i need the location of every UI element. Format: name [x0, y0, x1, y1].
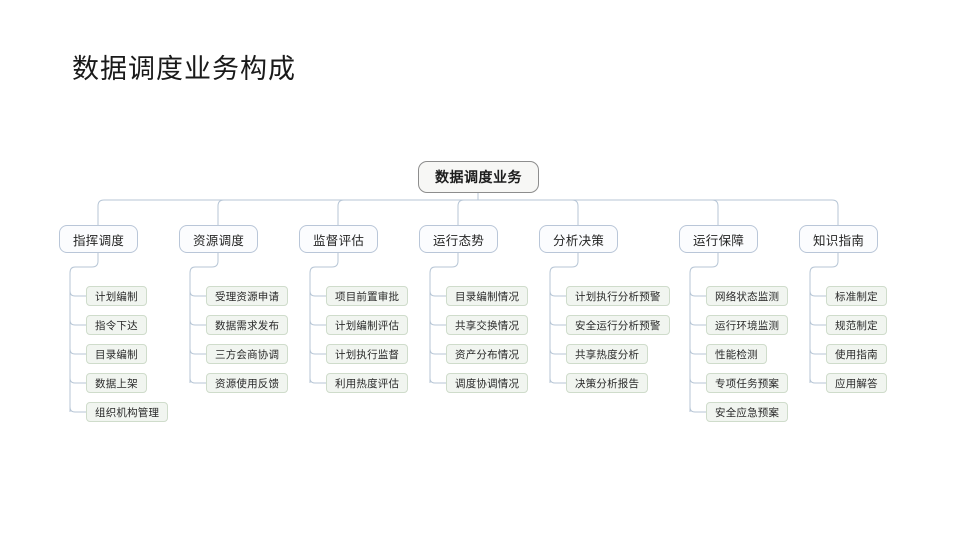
- branch-node-0[interactable]: 指挥调度: [59, 225, 139, 253]
- leaf-node-5-4[interactable]: 安全应急预案: [706, 402, 789, 422]
- leaf-node-6-3[interactable]: 应用解答: [826, 373, 887, 393]
- leaf-node-5-2[interactable]: 性能检测: [706, 344, 767, 364]
- leaf-node-4-0[interactable]: 计划执行分析预警: [566, 286, 670, 306]
- leaf-node-2-1[interactable]: 计划编制评估: [326, 315, 409, 335]
- leaf-node-5-0[interactable]: 网络状态监测: [706, 286, 789, 306]
- branch-node-1[interactable]: 资源调度: [179, 225, 259, 253]
- leaf-node-4-3[interactable]: 决策分析报告: [566, 373, 649, 393]
- leaf-node-5-1[interactable]: 运行环境监测: [706, 315, 789, 335]
- leaf-node-6-2[interactable]: 使用指南: [826, 344, 887, 364]
- leaf-node-6-1[interactable]: 规范制定: [826, 315, 887, 335]
- branch-node-6[interactable]: 知识指南: [799, 225, 879, 253]
- leaf-node-3-3[interactable]: 调度协调情况: [446, 373, 529, 393]
- leaf-node-2-3[interactable]: 利用热度评估: [326, 373, 409, 393]
- leaf-node-1-0[interactable]: 受理资源申请: [206, 286, 289, 306]
- branch-node-4[interactable]: 分析决策: [539, 225, 619, 253]
- branch-node-5[interactable]: 运行保障: [679, 225, 759, 253]
- leaf-node-4-2[interactable]: 共享热度分析: [566, 344, 649, 364]
- leaf-node-0-2[interactable]: 目录编制: [86, 344, 147, 364]
- leaf-node-3-0[interactable]: 目录编制情况: [446, 286, 529, 306]
- leaf-node-5-3[interactable]: 专项任务预案: [706, 373, 789, 393]
- leaf-node-3-1[interactable]: 共享交换情况: [446, 315, 529, 335]
- branch-node-3[interactable]: 运行态势: [419, 225, 499, 253]
- leaf-node-6-0[interactable]: 标准制定: [826, 286, 887, 306]
- page-title: 数据调度业务构成: [72, 54, 296, 84]
- leaf-node-0-0[interactable]: 计划编制: [86, 286, 147, 306]
- leaf-node-1-1[interactable]: 数据需求发布: [206, 315, 289, 335]
- leaf-node-3-2[interactable]: 资产分布情况: [446, 344, 529, 364]
- leaf-node-0-4[interactable]: 组织机构管理: [86, 402, 169, 422]
- leaf-node-2-2[interactable]: 计划执行监督: [326, 344, 409, 364]
- leaf-node-0-3[interactable]: 数据上架: [86, 373, 147, 393]
- root-node[interactable]: 数据调度业务: [418, 161, 539, 193]
- leaf-node-1-2[interactable]: 三方会商协调: [206, 344, 289, 364]
- branch-node-2[interactable]: 监督评估: [299, 225, 379, 253]
- leaf-node-4-1[interactable]: 安全运行分析预警: [566, 315, 670, 335]
- leaf-node-2-0[interactable]: 项目前置审批: [326, 286, 409, 306]
- leaf-node-0-1[interactable]: 指令下达: [86, 315, 147, 335]
- leaf-node-1-3[interactable]: 资源使用反馈: [206, 373, 289, 393]
